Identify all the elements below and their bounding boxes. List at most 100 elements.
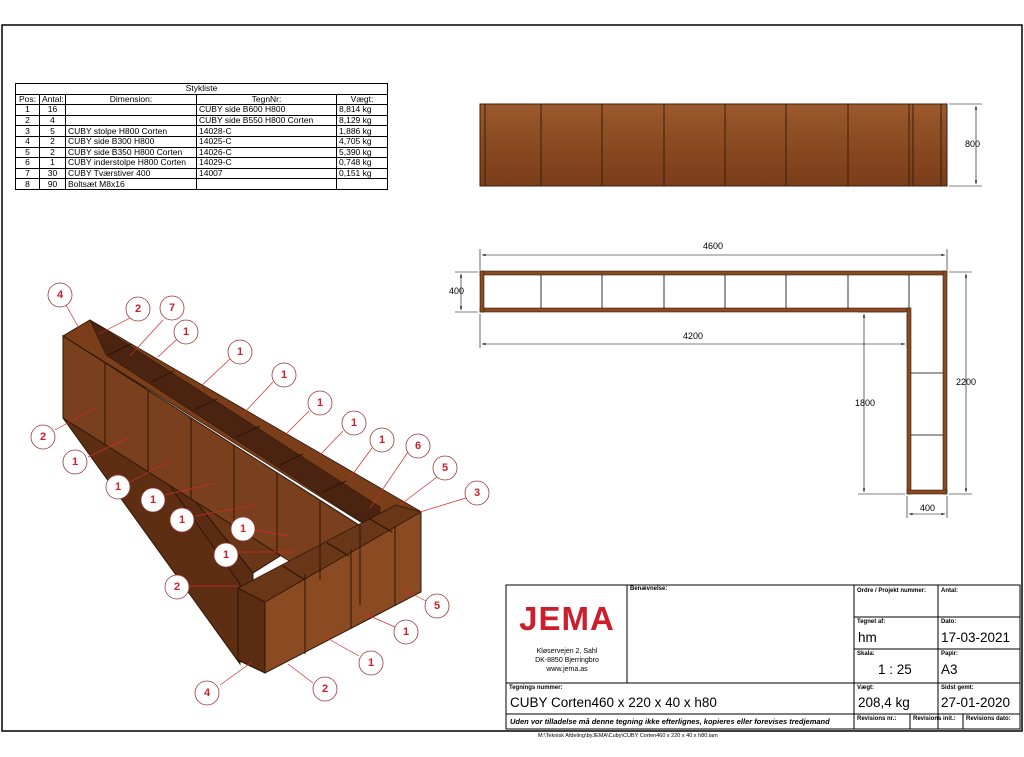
bom-cell: 1 [15,104,40,116]
bom-cell [65,114,197,127]
balloon-circle [213,542,239,568]
balloon-circle [159,295,185,321]
bom-cell: 3 [15,125,40,137]
company-website: www.jema.as [546,666,588,673]
balloon-number: 1 [182,326,190,338]
balloon-number: 1 [71,456,79,468]
balloon-circle [227,339,253,365]
bom-cell: 14028-C [196,125,337,137]
label-scale: Skala: [857,651,875,657]
title-block-frame [505,584,1021,730]
balloon-circle [464,480,490,506]
balloon-circle [173,319,199,345]
bom-cell: 5 [39,125,66,137]
label-drawing-no: Tegnings nummer: [509,685,563,691]
bom-header-weight: Vægt: [335,93,389,106]
value-paper: A3 [941,662,958,677]
bom-cell: 7 [15,167,40,180]
bom-cell: 4,705 kg [335,135,389,148]
dimension-depth: 400 [449,287,465,296]
label-weight: Vægt: [857,685,874,691]
copyright-notice: Uden vor tilladelse må denne tegning ikk… [510,717,830,726]
balloon-number: 2 [39,431,47,443]
company-logo: JEMA [519,600,615,637]
bom-header-drawing: TegnNr: [196,93,337,106]
label-revisions-init: Revisions init.: [913,716,956,722]
bom-cell [65,104,197,116]
dimension-side-length: 2200 [956,378,977,387]
bom-row: 2 4 CUBY side B550 H800 Corten 8,129 kg [15,114,389,127]
bom-cell: 14029-C [196,157,337,169]
bom-cell: 8 [15,178,40,190]
dimension-height: 800 [965,140,981,149]
label-paper: Papir: [941,651,959,657]
balloon-number: 1 [402,626,410,638]
bom-cell: 8,129 kg [335,114,389,127]
bom-title: Stykliste [14,83,389,95]
balloon-circle [125,296,151,322]
bom-cell: 14026-C [196,146,337,159]
bom-cell: CUBY side B350 H800 Corten [65,146,197,159]
balloon-circle [341,410,367,436]
value-drawing-no: CUBY Corten460 x 220 x 40 x h80 [510,695,717,710]
bom-header-qty: Antal: [39,93,66,106]
bom-row: 7 30 CUBY Tværstiver 400 14007 0,151 kg [15,167,389,180]
balloon-number: 2 [134,303,142,315]
label-order: Ordre / Projekt nummer: [857,588,927,594]
balloon-circle [140,487,166,513]
bom-row: 1 16 CUBY side B600 H800 8,814 kg [15,104,389,116]
value-last-saved: 27-01-2020 [941,695,1011,710]
value-drawn-by: hm [858,630,877,645]
bom-cell: 4 [39,114,66,127]
balloon-number: 6 [414,440,422,452]
bom-cell: 2 [39,146,66,159]
balloon-number: 2 [173,581,181,593]
label-drawn-by: Tegnet af: [857,619,886,625]
balloon-number: 1 [239,523,247,535]
bom-cell: 0,748 kg [335,157,389,169]
bom-cell: 5 [15,146,40,159]
bom-cell: 1 [39,157,66,169]
dimension-length: 4600 [703,242,724,251]
bom-cell: CUBY Tværstiver 400 [65,167,197,180]
value-scale: 1 : 25 [878,662,912,677]
bom-cell: CUBY side B300 H800 [65,135,197,148]
bom-cell: 8,814 kg [335,104,389,116]
balloon-circle [105,474,131,500]
balloon-circle [164,574,190,600]
balloon-number: 1 [316,397,324,409]
balloon-circle [271,362,297,388]
label-description: Benævnelse: [630,586,668,592]
balloon-circle [307,390,333,416]
balloon-number: 1 [367,657,375,669]
bom-header-pos: Pos: [15,93,40,106]
balloon-number: 1 [350,417,358,429]
balloon-number: 1 [222,549,230,561]
bom-cell: 2 [15,114,40,127]
file-path: M:\Teknisk Afdeling\byJEMA\Cuby\CUBY Cor… [538,733,718,739]
bom-cell: 30 [39,167,66,180]
balloon-circle [47,282,73,308]
bom-cell: 4 [15,135,40,148]
bom-row: 6 1 CUBY inderstolpe H800 Corten 14029-C… [15,157,389,169]
dimension-inner-side: 1800 [855,399,876,408]
sheet-border [1,24,1023,732]
bom-row: 5 2 CUBY side B350 H800 Corten 14026-C 5… [15,146,389,159]
balloon-circle [358,650,384,676]
bom-cell: 16 [39,104,66,116]
balloon-circle [30,424,56,450]
value-weight: 208,4 kg [858,695,910,710]
balloon-number: 1 [378,434,386,446]
bom-cell [335,178,389,190]
bom-header-row: Pos: Antal: Dimension: TegnNr: Vægt: [15,93,389,106]
balloon-number: 3 [473,487,481,499]
balloon-leaders [54,304,467,686]
plan-view [455,249,972,518]
balloon-circle [169,507,195,533]
balloon-circle [424,593,450,619]
label-last-saved: Sidst gemt: [941,685,974,691]
bom-cell: 14007 [196,167,337,180]
bom-cell: 90 [39,178,66,190]
balloon-circle [230,516,256,542]
bom-cell: Boltsæt M8x16 [65,178,197,190]
